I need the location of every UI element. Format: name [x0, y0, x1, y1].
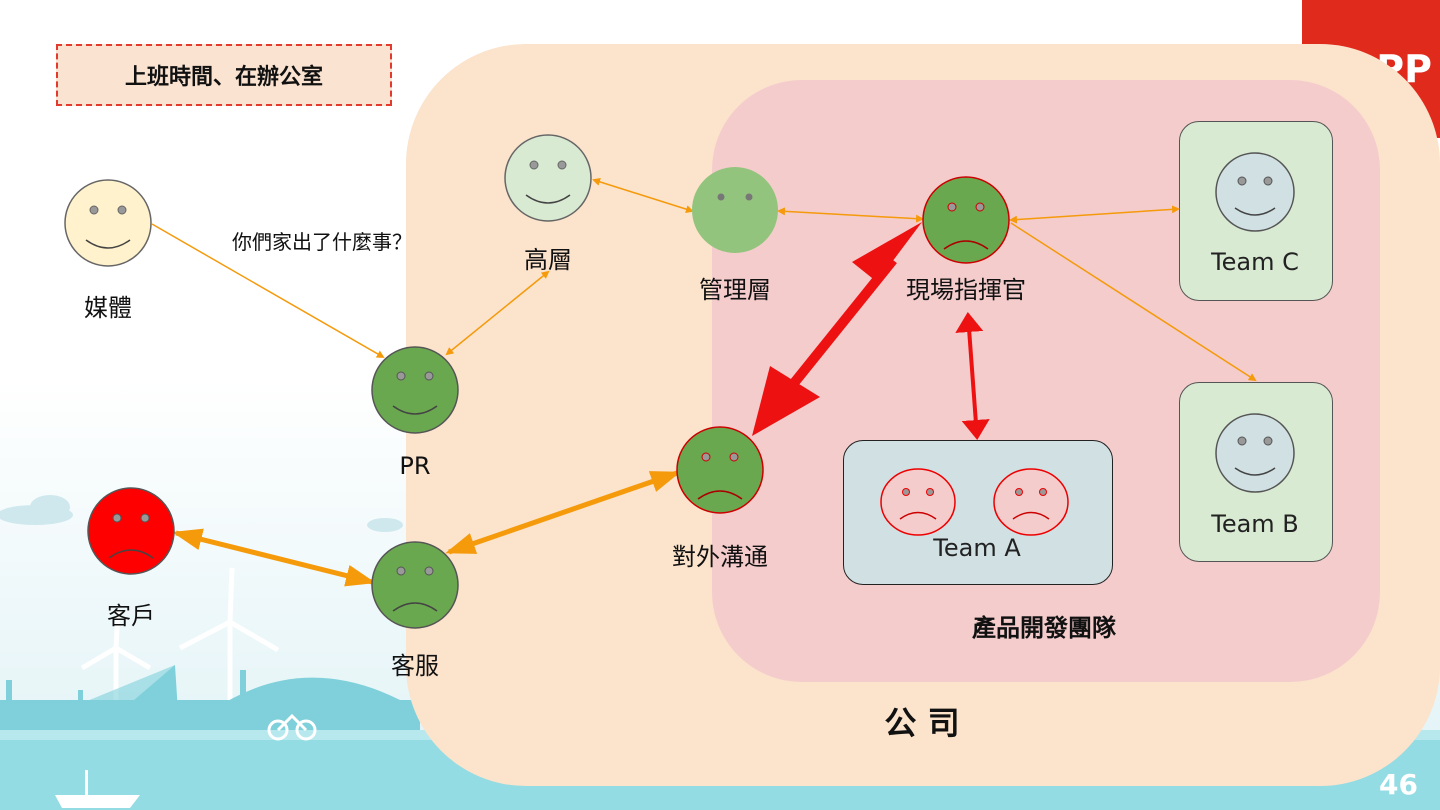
team-b-face-icon [1215, 413, 1295, 493]
team-a-face-icon [880, 468, 956, 536]
slide-title-box: 上班時間、在辦公室 [56, 44, 392, 106]
external-comm-label: 對外溝通 [672, 543, 768, 571]
media-question-text: 你們家出了什麼事？ [232, 230, 412, 254]
team-b-label: Team B [1211, 510, 1299, 538]
arrow-customer-customer-service [172, 528, 376, 587]
pr-face-icon [371, 346, 459, 434]
arrow-commander-team-c [1009, 205, 1180, 224]
team-a-label: Team A [933, 534, 1021, 562]
team-c-label: Team C [1211, 248, 1299, 276]
customer-service-label: 客服 [391, 652, 439, 680]
arrow-management-commander [777, 207, 924, 223]
page-number: 46 [1379, 768, 1418, 801]
field-commander-label: 現場指揮官 [906, 276, 1026, 304]
customer-label: 客戶 [107, 602, 155, 630]
team-c-face-icon [1215, 152, 1295, 232]
arrow-commander-external [752, 222, 922, 436]
external-comm-face-icon [676, 426, 764, 514]
management-label: 管理層 [699, 276, 771, 304]
media-face-icon [64, 179, 152, 267]
customer-face-icon [87, 487, 175, 575]
arrow-pr-executive [445, 270, 550, 356]
company-label: 公 司 [884, 704, 960, 742]
executive-label: 高層 [524, 246, 572, 274]
management-face-icon [692, 167, 778, 253]
arrow-customer-service-external [445, 470, 681, 555]
media-label: 媒體 [84, 294, 132, 322]
product-team-label: 產品開發團隊 [972, 614, 1116, 642]
pr-label: PR [399, 452, 431, 480]
field-commander-face-icon [922, 176, 1010, 264]
arrow-executive-management [592, 177, 694, 214]
arrow-commander-team-a [955, 312, 990, 440]
arrow-commander-team-b [1010, 222, 1257, 382]
slide-title: 上班時間、在辦公室 [124, 65, 323, 90]
arrow-media-to-pr [151, 223, 385, 358]
customer-service-face-icon [371, 541, 459, 629]
executive-face-icon [504, 134, 592, 222]
team-a-face-icon [993, 468, 1069, 536]
